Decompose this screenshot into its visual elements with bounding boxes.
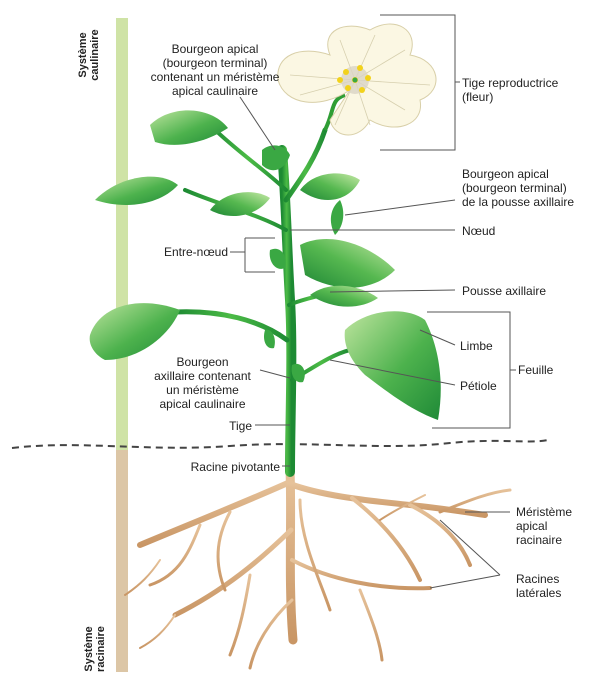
root-system bbox=[125, 470, 510, 668]
label-reproductive-shoot: Tige reproductrice (fleur) bbox=[462, 76, 590, 104]
shoot-system-text: Système caulinaire bbox=[77, 29, 101, 80]
label-internode: Entre-nœud bbox=[130, 245, 228, 259]
root-system-bar bbox=[116, 450, 128, 672]
label-petiole: Pétiole bbox=[460, 379, 520, 393]
label-axillary-apical-bud: Bourgeon apical (bourgeon terminal) de l… bbox=[462, 167, 590, 209]
label-blade: Limbe bbox=[460, 339, 520, 353]
label-stem: Tige bbox=[200, 419, 252, 433]
label-apical-bud: Bourgeon apical (bourgeon terminal) cont… bbox=[145, 42, 285, 98]
shoot-system-label: Système caulinaire bbox=[77, 25, 103, 85]
label-lateral-roots: Racines latérales bbox=[516, 572, 590, 600]
label-root-apical-meristem: Méristème apical racinaire bbox=[516, 505, 590, 547]
label-node: Nœud bbox=[462, 224, 562, 238]
label-taproot: Racine pivotante bbox=[140, 460, 280, 474]
flower bbox=[278, 24, 436, 135]
shoot-system-bar bbox=[116, 18, 128, 450]
label-leaf: Feuille bbox=[518, 363, 578, 377]
root-system-label: Système racinaire bbox=[83, 619, 109, 679]
label-axillary-shoot: Pousse axillaire bbox=[462, 284, 590, 298]
root-system-text: Système racinaire bbox=[83, 626, 107, 672]
soil-line bbox=[12, 440, 548, 448]
label-axillary-bud: Bourgeon axillaire contenant un méristèm… bbox=[140, 355, 265, 411]
